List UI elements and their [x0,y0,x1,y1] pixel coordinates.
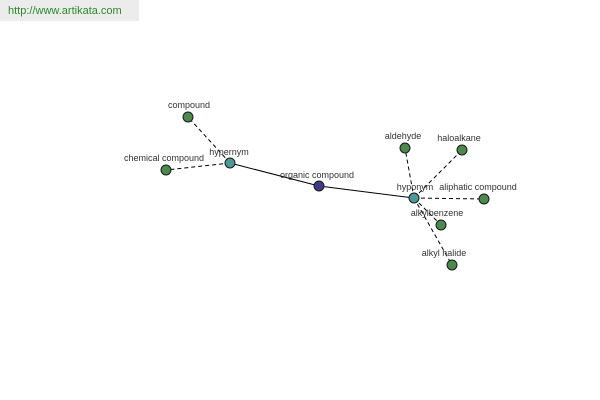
node-label-compound[interactable]: compound [168,100,210,110]
edge-organic-compound-to-hypernym [229,162,320,187]
node-aldehyde[interactable] [399,142,411,154]
node-label-organic-compound[interactable]: organic compound [280,170,354,180]
edge-hyponym-to-haloalkane [413,149,463,199]
edge-hyponym-to-alkyl-halide [413,197,453,266]
edge-organic-compound-to-hyponym [318,185,415,199]
edge-hyponym-to-alkylbenzene [413,197,442,226]
node-label-chemical-compound[interactable]: chemical compound [124,153,204,163]
edge-hyponym-to-aldehyde [404,147,415,199]
node-compound[interactable] [182,111,194,123]
node-hyponym[interactable] [408,192,420,204]
url-banner: http://www.artikata.com [0,0,139,21]
node-label-haloalkane[interactable]: haloalkane [437,133,481,143]
node-label-aliphatic-compound[interactable]: aliphatic compound [439,182,517,192]
node-hypernym[interactable] [224,157,236,169]
edge-hypernym-to-compound [187,116,231,164]
edge-hyponym-to-aliphatic-compound [413,197,485,200]
node-chemical-compound[interactable] [160,164,172,176]
node-aliphatic-compound[interactable] [478,193,490,205]
node-organic-compound[interactable] [313,180,325,192]
node-haloalkane[interactable] [456,144,468,156]
labels-layer: organic compound hypernym hyponym compound c… [124,100,517,258]
nodes-layer [160,111,490,271]
node-label-hypernym[interactable]: hypernym [209,147,249,157]
node-label-hyponym[interactable]: hyponym [397,182,434,192]
node-alkyl-halide[interactable] [446,259,458,271]
node-label-alkyl-halide[interactable]: alkyl halide [422,248,467,258]
site-link[interactable]: http://www.artikata.com [8,5,122,17]
edge-hypernym-to-chemical-compound [165,162,231,171]
node-label-aldehyde[interactable]: aldehyde [385,131,422,141]
node-label-alkylbenzene[interactable]: alkylbenzene [411,208,464,218]
edges-layer [165,116,485,266]
node-alkylbenzene[interactable] [435,219,447,231]
